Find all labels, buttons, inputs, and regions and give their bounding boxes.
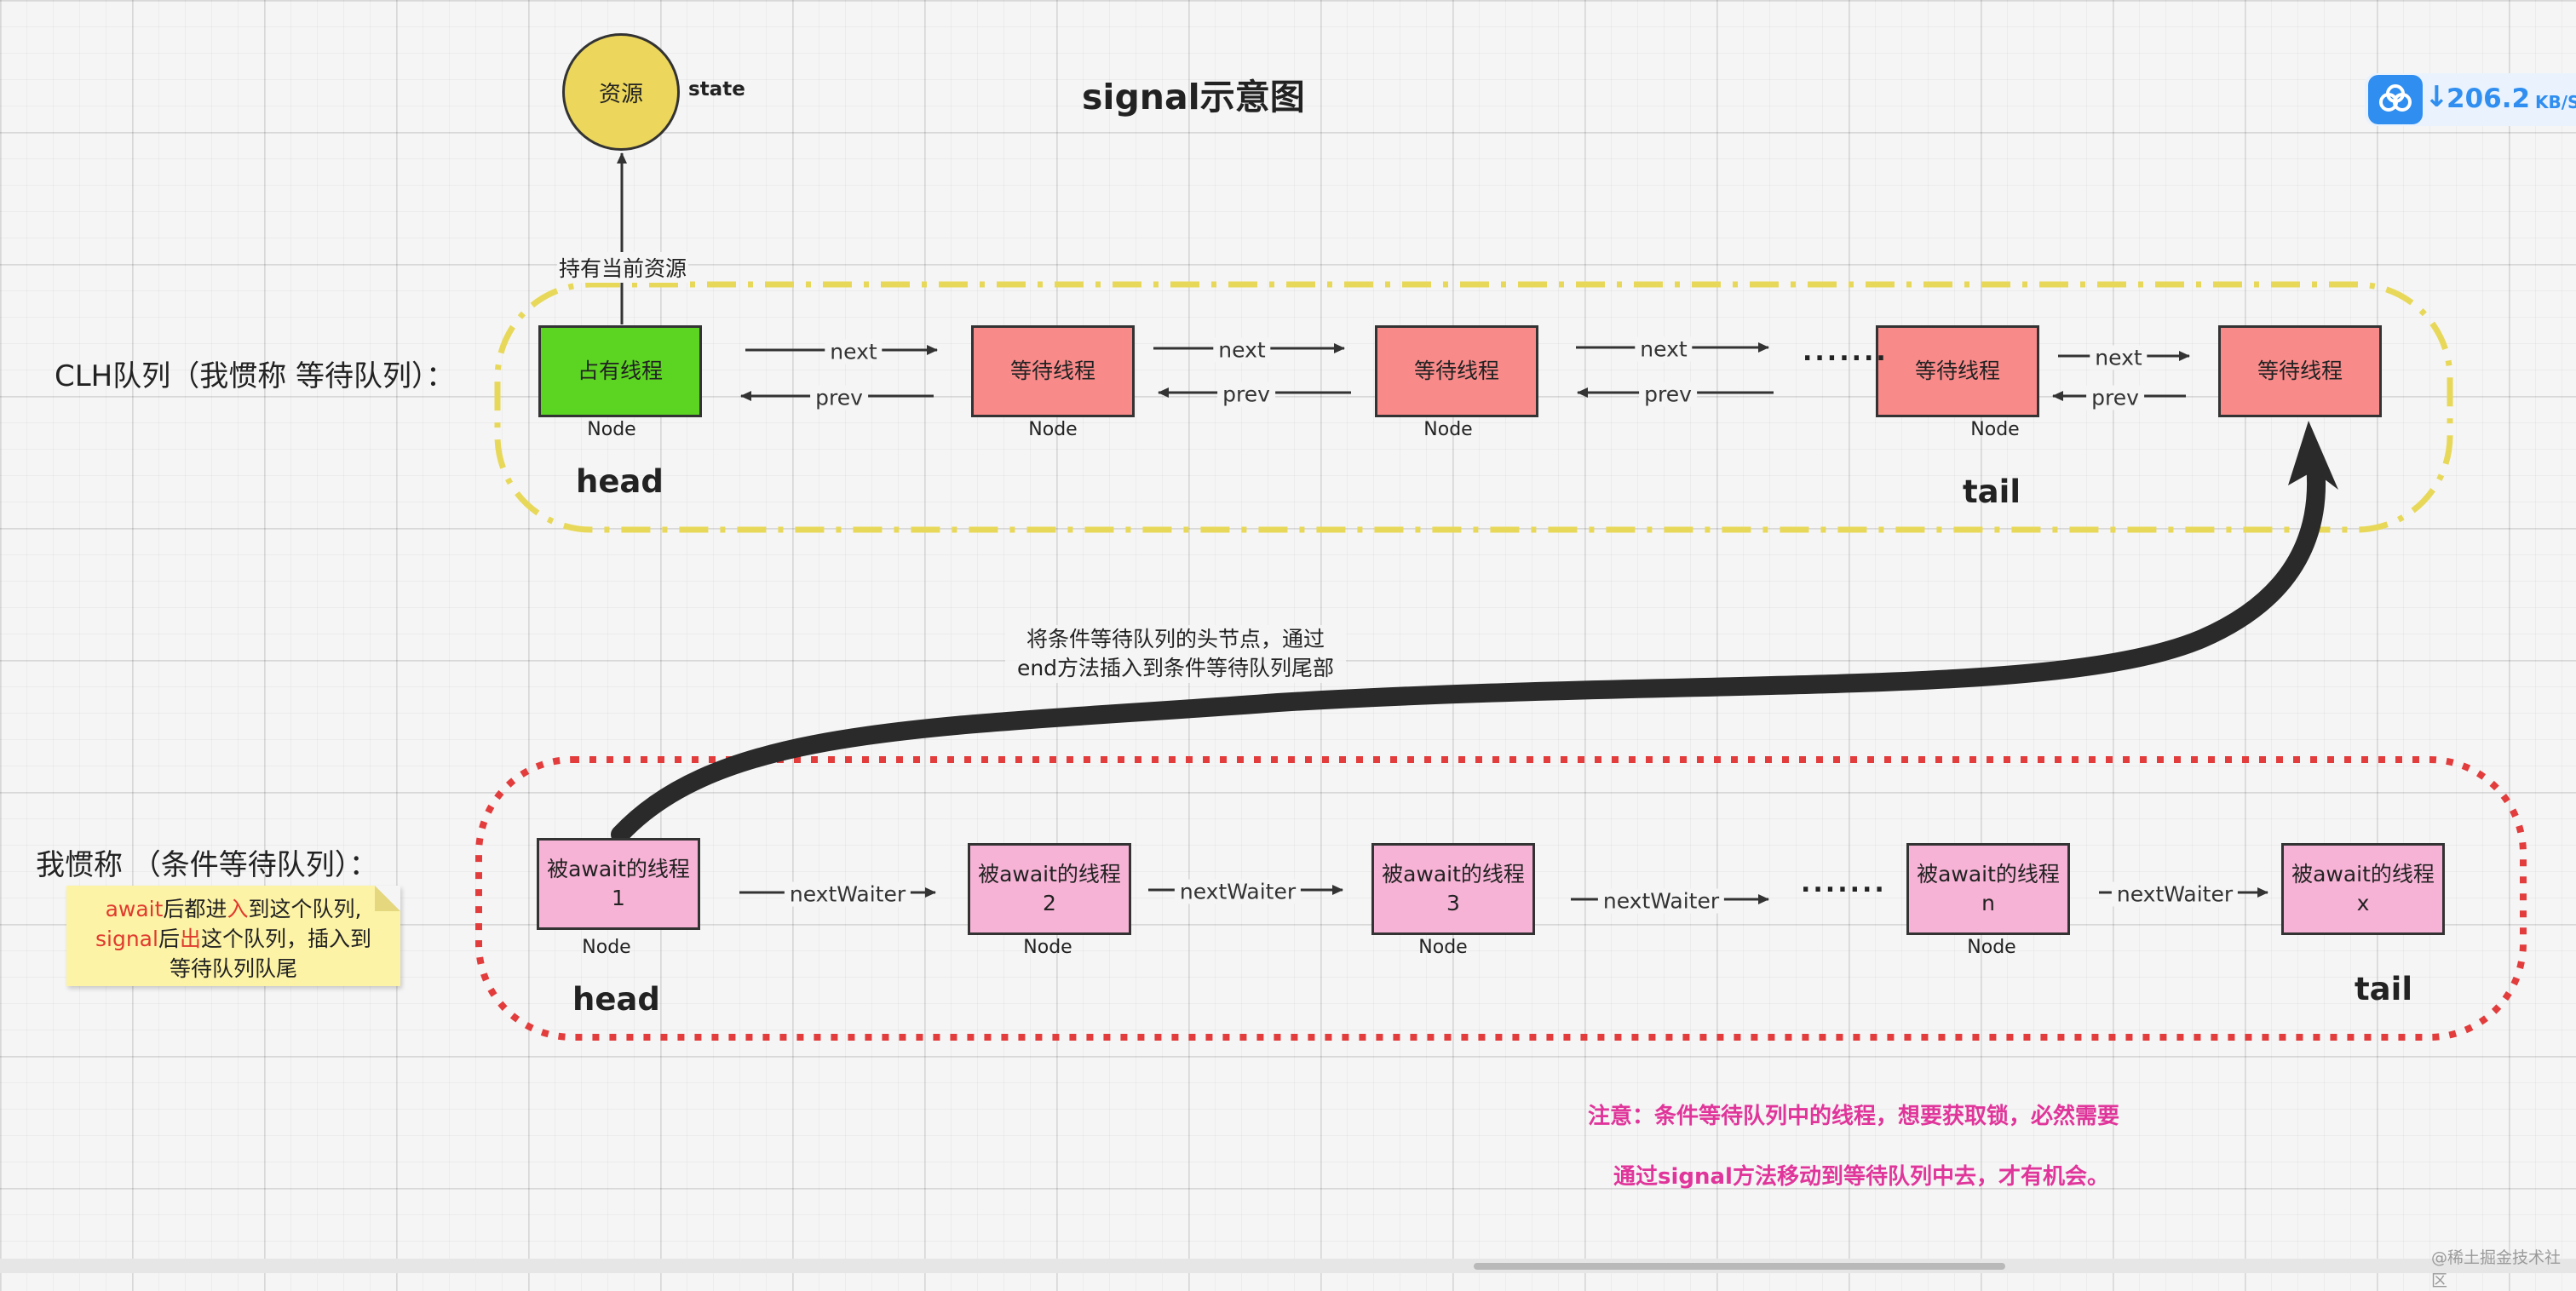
sticky-text: 后都进 (163, 897, 227, 921)
node-type-label: Node (582, 937, 631, 958)
sticky-red-text: 出 (179, 927, 201, 951)
sticky-line: 等待队列队尾 (169, 956, 297, 981)
node-type-label: Node (1970, 419, 2020, 440)
node-type-label: Node (1967, 937, 2016, 958)
condition-node[interactable]: 被await的线程n (1906, 843, 2070, 935)
clh-prev-label: prev (2086, 385, 2144, 410)
download-arrow-icon: ↓ (2424, 80, 2449, 114)
sticky-note: await后都进入到这个队列, signal后出这个队列，插入到 等待队列队尾 (66, 886, 400, 986)
notice-line: 通过signal方法移动到等待队列中去，才有机会。 (1613, 1164, 2109, 1190)
next-waiter-label: nextWaiter (784, 881, 911, 907)
node-label: 占有线程 (577, 359, 663, 383)
transfer-note-line: end方法插入到条件等待队列尾部 (1016, 656, 1335, 680)
node-type-label: Node (587, 419, 636, 440)
sticky-line: await后都进入到这个队列, (66, 894, 400, 924)
clh-node-waiting[interactable]: 等待线程 (1375, 325, 1538, 417)
next-waiter-label: nextWaiter (2111, 881, 2239, 907)
clh-prev-label: prev (1639, 382, 1697, 407)
node-type-label: Node (1418, 937, 1468, 958)
condition-queue-side-label: 我惯称 （条件等待队列）： (36, 848, 378, 882)
transfer-arrow-head (2288, 421, 2338, 490)
sticky-text: 后 (158, 927, 180, 951)
node-type-label: Node (1423, 419, 1473, 440)
clh-prev-label: prev (1217, 382, 1275, 407)
notice-line: 注意：条件等待队列中的线程，想要获取锁，必然需要 (1588, 1104, 2120, 1129)
clh-prev-label: prev (810, 385, 868, 410)
horizontal-scrollbar-track[interactable] (0, 1259, 2576, 1273)
node-label: 被await的线程1 (547, 857, 690, 910)
clh-next-label: next (825, 339, 883, 364)
speed-unit: KB/S (2535, 92, 2576, 112)
node-label: 被await的线程3 (1382, 862, 1525, 915)
node-label: 等待线程 (1413, 359, 1499, 383)
cloud-icon (2368, 75, 2423, 124)
page-title: signal示意图 (1082, 77, 1305, 118)
next-waiter-label: nextWaiter (1597, 888, 1725, 914)
clh-tail-label: tail (1963, 473, 2021, 510)
resource-circle: 资源 (562, 33, 680, 151)
node-label: 等待线程 (1914, 359, 2000, 383)
next-waiter-label: nextWaiter (1174, 879, 1302, 904)
transfer-note: 将条件等待队列的头节点，通过 end方法插入到条件等待队列尾部 (1005, 625, 1346, 683)
watermark: @稀土掘金技术社区 (2431, 1248, 2562, 1290)
sticky-red-text: signal (95, 927, 158, 951)
download-speed-widget[interactable]: ↓ 206.2 KB/S (2365, 73, 2576, 126)
clh-next-label: next (1635, 336, 1693, 362)
condition-tail-label: tail (2355, 971, 2413, 1007)
node-type-label: Node (1023, 937, 1072, 958)
node-label: 被await的线程n (1917, 862, 2060, 915)
hold-resource-label: 持有当前资源 (557, 252, 689, 283)
clh-node-waiting[interactable]: 等待线程 (971, 325, 1135, 417)
clh-node-waiting[interactable]: 等待线程 (1876, 325, 2039, 417)
node-label: 被await的线程2 (978, 862, 1121, 915)
condition-head-label: head (572, 981, 660, 1018)
sticky-fold (375, 886, 400, 911)
node-label: 被await的线程x (2291, 862, 2435, 915)
state-label: state (688, 78, 745, 100)
sticky-line: signal后出这个队列，插入到 (66, 924, 400, 954)
condition-node[interactable]: 被await的线程2 (968, 843, 1131, 935)
sticky-red-text: 入 (227, 897, 249, 921)
speed-value: 206.2 (2447, 83, 2531, 114)
node-label: 等待线程 (2257, 359, 2343, 383)
clh-ellipsis: ....... (1803, 337, 1889, 367)
horizontal-scrollbar-thumb[interactable] (1474, 1263, 2005, 1270)
clh-queue-border (494, 281, 2453, 533)
clh-node-owner[interactable]: 占有线程 (538, 325, 702, 417)
node-type-label: Node (1028, 419, 1078, 440)
condition-node[interactable]: 被await的线程3 (1371, 843, 1535, 935)
clh-node-tail[interactable]: 等待线程 (2218, 325, 2382, 417)
condition-node[interactable]: 被await的线程1 (537, 838, 700, 930)
transfer-arrow (611, 455, 2326, 844)
condition-ellipsis: ....... (1801, 869, 1887, 898)
resource-label: 资源 (598, 81, 643, 107)
clh-queue-side-label: CLH队列（我惯称 等待队列）： (55, 359, 456, 393)
clh-next-label: next (2090, 345, 2148, 370)
transfer-note-line: 将条件等待队列的头节点，通过 (1026, 627, 1325, 651)
clh-next-label: next (1213, 337, 1271, 363)
condition-queue-border (475, 756, 2527, 1041)
condition-node-tail[interactable]: 被await的线程x (2281, 843, 2445, 935)
sticky-text: 到这个队列, (248, 897, 362, 921)
clh-head-label: head (576, 463, 664, 500)
sticky-red-text: await (105, 897, 164, 921)
sticky-text: 这个队列，插入到 (200, 927, 371, 951)
node-label: 等待线程 (1009, 359, 1095, 383)
